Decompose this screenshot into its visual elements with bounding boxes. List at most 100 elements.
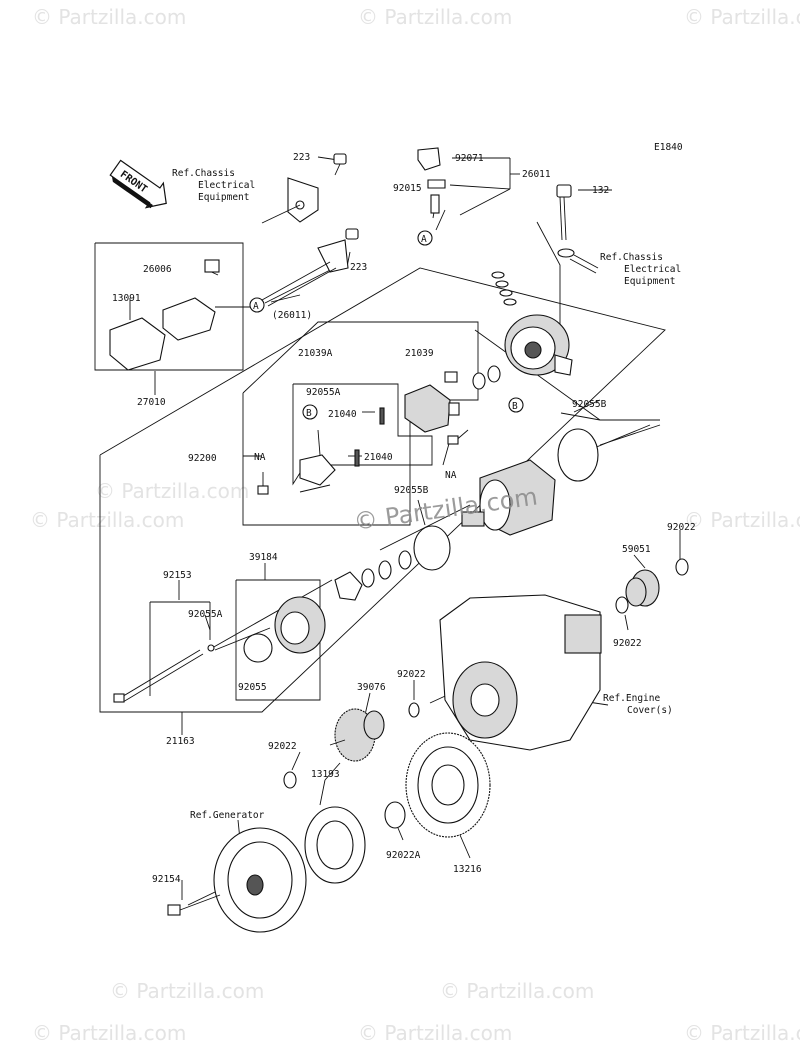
watermark: © Partzilla.com <box>110 979 264 1003</box>
chassis-bracket <box>261 177 319 224</box>
svg-text:B: B <box>306 408 312 419</box>
washer-92022a <box>384 801 406 829</box>
washer <box>361 568 375 588</box>
end-cover-39184 <box>274 596 326 654</box>
washer-92022 <box>615 596 629 614</box>
starter-relay <box>109 259 220 371</box>
o-ring-92055a <box>207 644 215 652</box>
part-label: 92055A <box>306 387 341 398</box>
part-label: 223 <box>293 152 310 163</box>
ref-engine-line2: Cover(s) <box>627 705 673 716</box>
part-label: 13216 <box>453 864 482 875</box>
part-label: 92022A <box>386 850 421 861</box>
watermark: © Partzilla.com <box>684 5 800 29</box>
bolt-223-mid <box>261 228 359 307</box>
part-label: 223 <box>350 262 367 273</box>
o-ring-92055b-lower <box>413 525 451 571</box>
callout-na-right: NA <box>445 470 457 481</box>
callout-a-top: A <box>417 230 433 246</box>
washer <box>472 372 486 390</box>
diagram-code: E1840 <box>654 142 683 153</box>
part-label: 92022 <box>268 741 297 752</box>
armature <box>461 459 556 536</box>
ref-chassis-1-line1: Ref.Chassis <box>172 168 235 179</box>
part-label: 21039A <box>298 348 333 359</box>
spring-stack <box>491 271 517 306</box>
watermark: © Partzilla.com <box>358 1021 512 1045</box>
part-label: 26011 <box>522 169 551 180</box>
part-label: 92055B <box>394 485 429 496</box>
watermark-layer: © Partzilla.com © Partzilla.com © Partzi… <box>30 5 800 1045</box>
part-label: 59051 <box>622 544 651 555</box>
part-label: 92055A <box>188 609 223 620</box>
washer <box>378 560 392 580</box>
svg-text:A: A <box>421 234 427 245</box>
watermark: © Partzilla.com <box>440 979 594 1003</box>
watermark: © Partzilla.com <box>358 5 512 29</box>
ref-chassis-1-line3: Equipment <box>198 192 249 203</box>
front-arrow: FRONT <box>109 159 167 209</box>
ref-chassis-1-line2: Electrical <box>198 180 255 191</box>
reference-labels: Ref.Chassis Electrical Equipment Ref.Cha… <box>172 168 681 821</box>
part-label: 92071 <box>455 153 484 164</box>
callout-b-left: B <box>302 404 318 420</box>
part-label: 132 <box>592 185 609 196</box>
generator-rotor <box>213 827 307 933</box>
ref-chassis-2-line2: Electrical <box>624 264 681 275</box>
part-label: 92200 <box>188 453 217 464</box>
idler-gear-39076 <box>329 708 385 762</box>
watermark: © Partzilla.com <box>32 5 186 29</box>
watermark: © Partzilla.com <box>684 1021 800 1045</box>
o-ring-92055 <box>243 633 273 663</box>
part-label: 13193 <box>311 769 340 780</box>
ref-generator: Ref.Generator <box>190 810 265 821</box>
part-label: 92022 <box>397 669 426 680</box>
svg-text:B: B <box>512 401 518 412</box>
part-label: (26011) <box>272 310 312 321</box>
watermark: © Partzilla.com <box>95 479 249 503</box>
callout-b-right: B <box>508 397 524 413</box>
bolt-223-top <box>333 153 347 176</box>
through-bolt <box>113 649 204 703</box>
part-label: 21040 <box>364 452 393 463</box>
part-label: 13091 <box>112 293 141 304</box>
terminal-lug <box>557 248 599 274</box>
ref-engine-line1: Ref.Engine <box>603 693 660 704</box>
part-label: 92154 <box>152 874 181 885</box>
part-label: 39184 <box>249 552 278 563</box>
bolt-92154 <box>167 894 221 916</box>
o-ring-92055b <box>557 428 599 482</box>
watermark: © Partzilla.com <box>684 508 800 532</box>
brush-holder <box>299 371 460 486</box>
callout-a-mid: A <box>249 297 265 313</box>
ref-chassis-2-line3: Equipment <box>624 276 675 287</box>
part-label: 26006 <box>143 264 172 275</box>
part-label: 92022 <box>613 638 642 649</box>
bolts-na <box>257 435 459 495</box>
part-number-labels: 223 223 92071 26011 92015 132 26006 1309… <box>112 152 696 885</box>
starter-clutch <box>304 806 366 884</box>
washer-92022 <box>675 558 689 576</box>
part-label: 21040 <box>328 409 357 420</box>
washer <box>398 550 412 570</box>
part-label: 92055B <box>572 399 607 410</box>
washer-92022 <box>283 771 297 789</box>
part-drawings <box>109 147 689 933</box>
gear-59051 <box>625 569 660 607</box>
watermark: © Partzilla.com <box>30 508 184 532</box>
part-label: 39076 <box>357 682 386 693</box>
part-label: 92153 <box>163 570 192 581</box>
part-label: 21039 <box>405 348 434 359</box>
callouts: A A B B NA NA <box>249 230 524 481</box>
washer-92022 <box>408 702 420 718</box>
callout-na-left: NA <box>254 452 266 463</box>
washer <box>487 365 501 383</box>
bolt-132 <box>556 184 572 241</box>
engine-cover <box>439 594 602 751</box>
starter-front-cover <box>504 314 573 376</box>
lead-wire-26011 <box>417 147 446 219</box>
part-label: 27010 <box>137 397 166 408</box>
part-label: 92055 <box>238 682 267 693</box>
